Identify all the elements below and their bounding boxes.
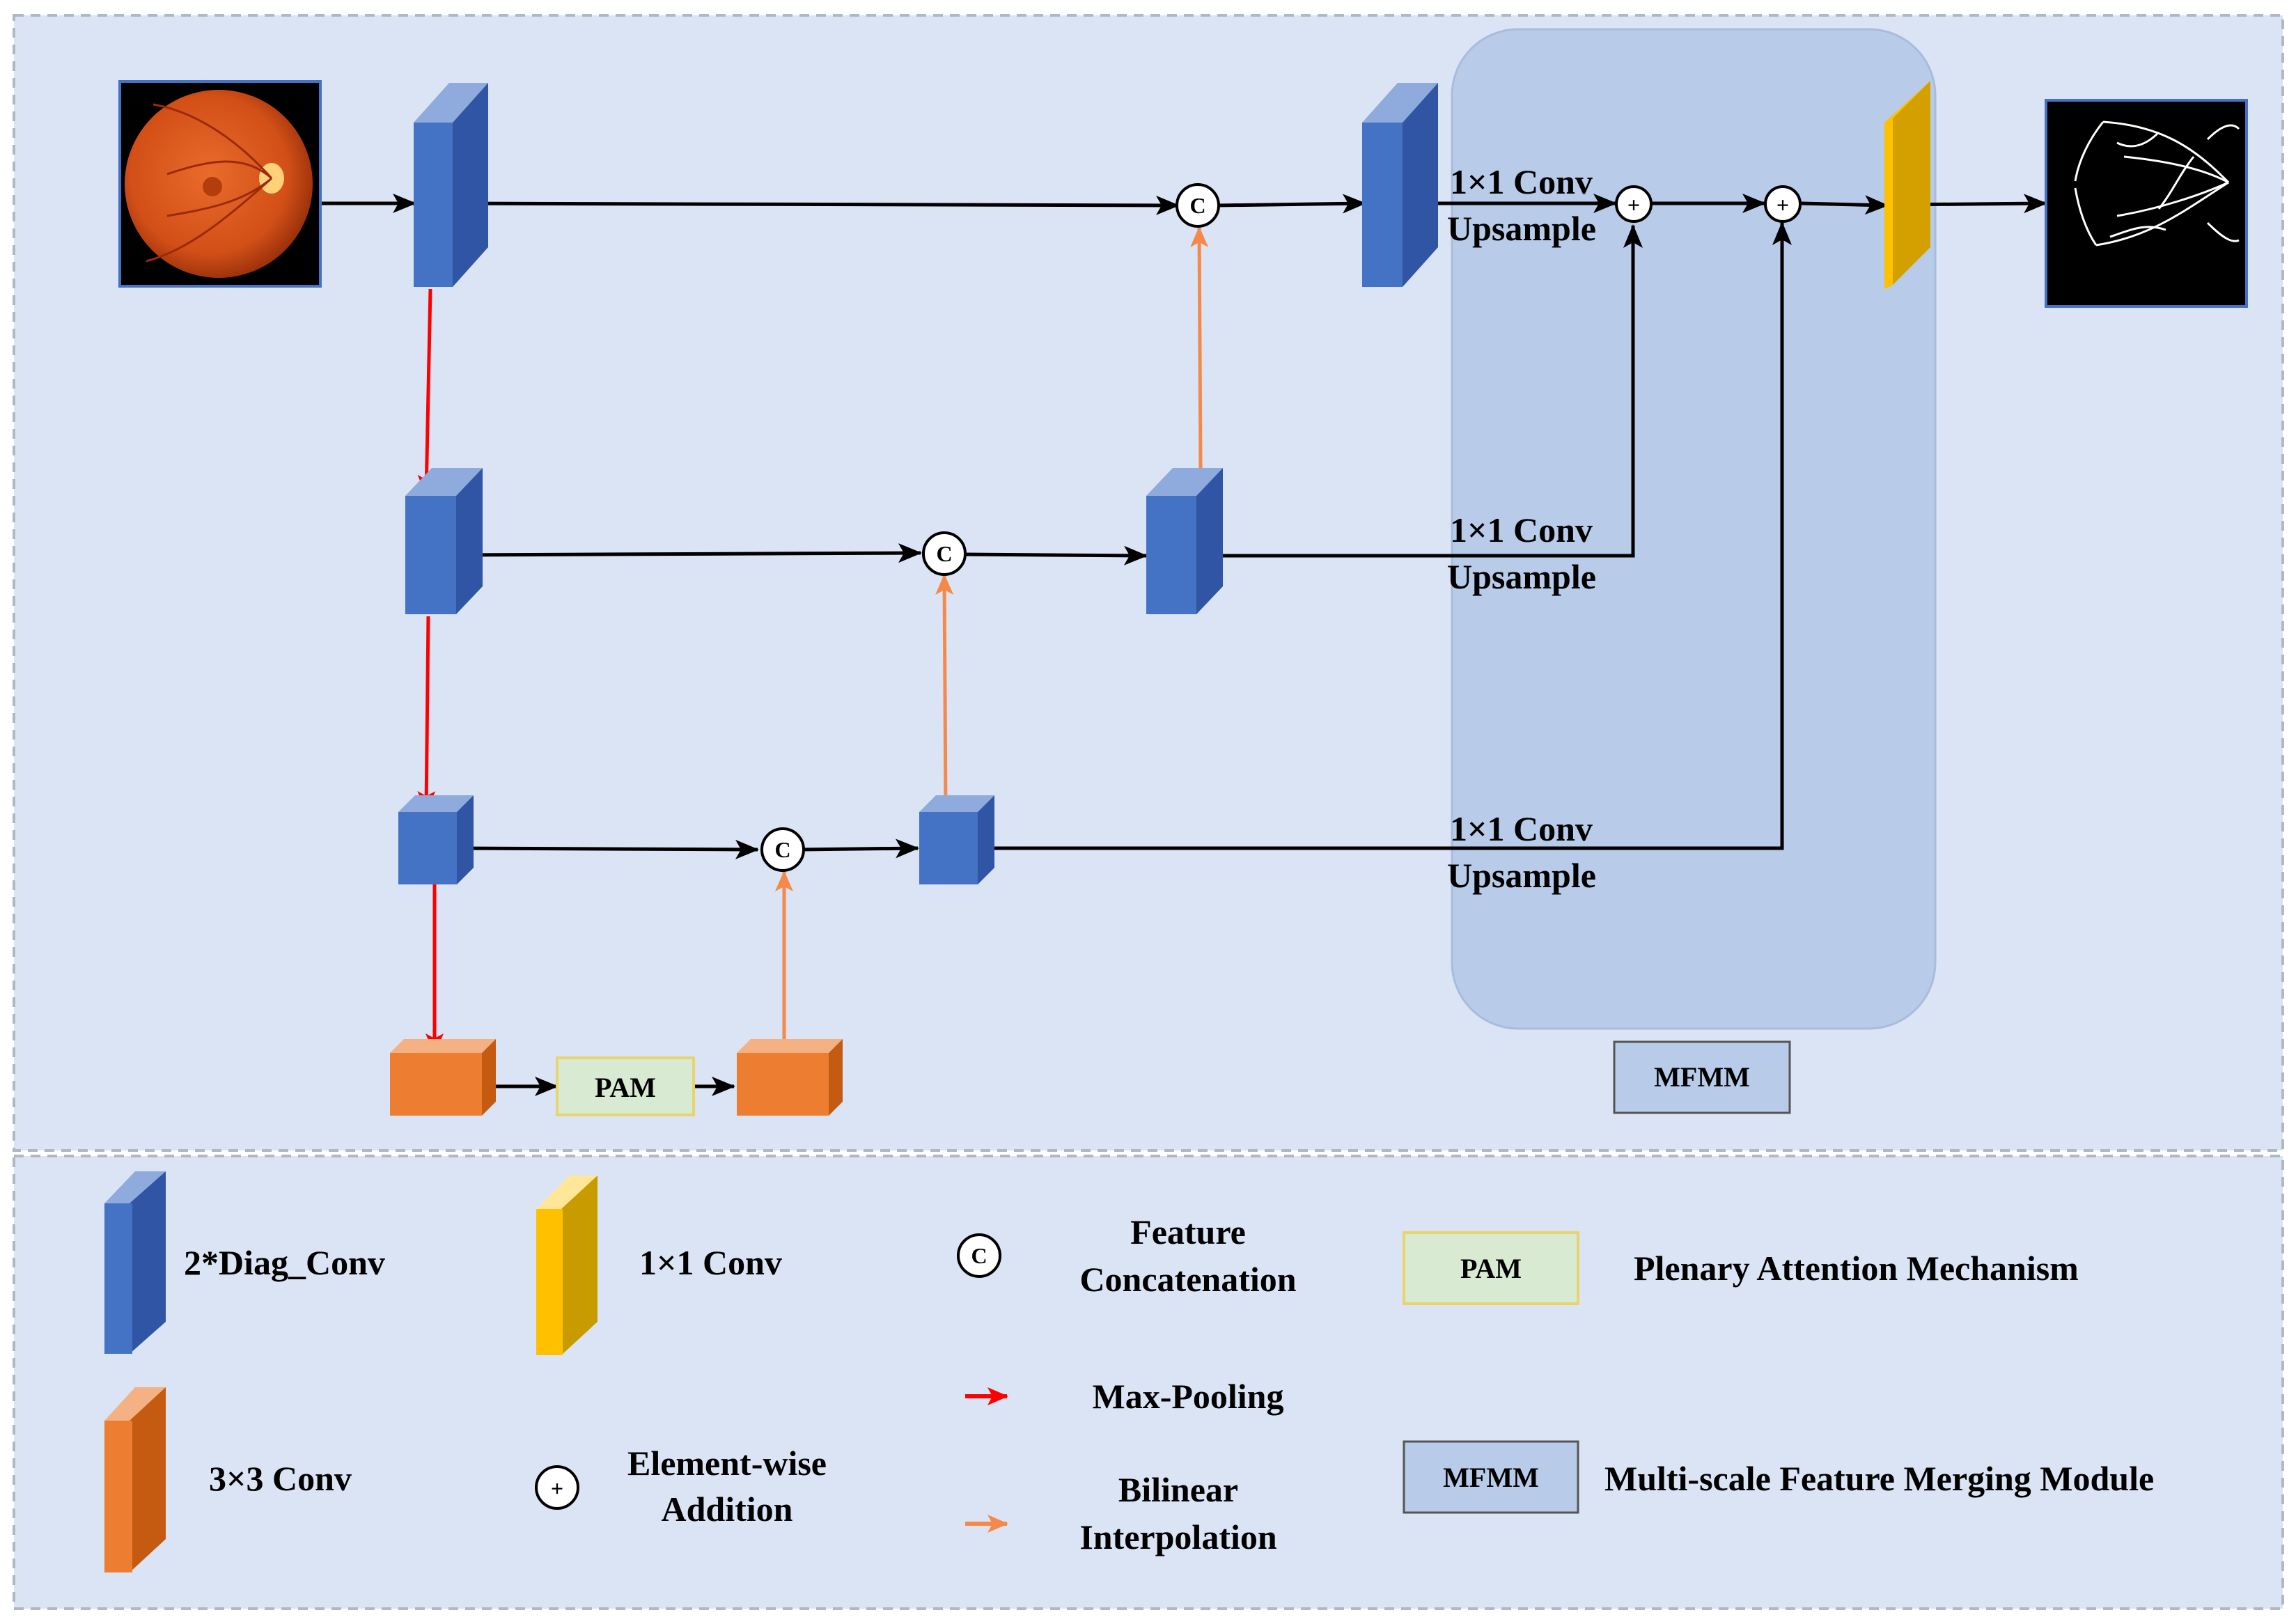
svg-text:C: C	[1189, 193, 1205, 218]
svg-text:+: +	[551, 1476, 563, 1501]
legend-concat-label-line2: Concatenation	[1079, 1260, 1296, 1299]
flow-add2-to-conv1x1	[1800, 195, 1889, 215]
concat-node-level3: C	[760, 827, 805, 872]
scale-label-1-line1: 1×1 Conv	[1450, 162, 1593, 201]
scale-label-2-line2: Upsample	[1447, 557, 1596, 596]
add-node-1: +	[1615, 185, 1653, 223]
concat-node-level1: C	[1176, 183, 1220, 228]
legend-conv1x1-label: 1×1 Conv	[639, 1243, 782, 1282]
legend-bilinear-label-line2: Interpolation	[1079, 1517, 1277, 1556]
legend-mfmm-desc: Multi-scale Feature Merging Module	[1604, 1459, 2154, 1498]
legend-mfmm-icon	[1403, 1440, 1579, 1514]
legend-concat-label-line1: Feature	[1130, 1212, 1246, 1251]
pam-label: PAM	[595, 1072, 656, 1103]
conv3x3-block-left	[390, 1039, 496, 1116]
add-node-2: +	[1764, 185, 1802, 223]
mfmm-region	[1451, 28, 1937, 1030]
pam-module: PAM	[556, 1056, 695, 1116]
mfmm-label: MFMM	[1654, 1061, 1750, 1093]
svg-text:C: C	[774, 837, 790, 862]
legend-add-icon: +	[535, 1465, 579, 1510]
legend: 2*Diag_Conv 1×1 Conv C Feature Concatena…	[104, 1171, 2154, 1572]
scale-label-1-line2: Upsample	[1447, 209, 1596, 248]
mfmm-label-box: MFMM	[1613, 1040, 1791, 1114]
bilinear-arrow-level2	[1190, 226, 1209, 469]
flow-decoder3-to-add2	[976, 221, 1792, 850]
diag-conv-block-decoder-l3	[919, 795, 994, 884]
maxpool-arrow-1	[417, 288, 436, 496]
skip-connection-level3	[452, 839, 759, 859]
svg-text:+: +	[1776, 192, 1789, 217]
flow-concat3-to-decoder3	[799, 838, 919, 859]
legend-pam-icon	[1403, 1231, 1579, 1305]
diag-conv-block-decoder-l2	[1146, 468, 1223, 614]
legend-mfmm-box-label: MFMM	[1443, 1462, 1539, 1493]
diag-conv-block-encoder-l3	[398, 795, 474, 884]
legend-bilinear-label-line1: Bilinear	[1118, 1470, 1238, 1509]
svg-text:C: C	[971, 1243, 987, 1268]
svg-text:C: C	[936, 541, 952, 566]
flow-decoder2-to-add1	[1192, 224, 1643, 558]
concat-node-level2: C	[922, 531, 967, 576]
diag-conv-block-encoder-l1	[414, 83, 488, 287]
legend-conv1x1-icon	[536, 1176, 598, 1355]
legend-conv3x3-icon	[104, 1387, 166, 1572]
flow-concat2-to-decoder2	[960, 545, 1148, 565]
legend-add-label-line2: Addition	[662, 1490, 793, 1529]
diag-conv-block-decoder-l1	[1362, 83, 1438, 287]
flow-level1-to-concat	[445, 195, 1180, 215]
legend-pam-desc: Plenary Attention Mechanism	[1634, 1249, 2079, 1288]
scale-label-2-line1: 1×1 Conv	[1450, 510, 1593, 549]
svg-text:+: +	[1627, 192, 1640, 217]
scale-label-3-line1: 1×1 Conv	[1450, 809, 1593, 848]
conv1x1-block-output	[1884, 81, 1930, 289]
output-vessel-segmentation	[2045, 99, 2248, 308]
conv3x3-block-right	[737, 1039, 843, 1116]
flow-concat-to-decoder1	[1217, 194, 1366, 214]
maxpool-arrow-2	[417, 616, 436, 812]
legend-panel	[13, 1155, 2284, 1610]
legend-pam-box-label: PAM	[1460, 1253, 1522, 1284]
input-fundus-image	[118, 80, 322, 288]
legend-maxpool-label: Max-Pooling	[1093, 1377, 1284, 1416]
scale-label-3-line2: Upsample	[1447, 856, 1596, 895]
diag-conv-block-encoder-l2	[405, 468, 483, 614]
legend-add-label-line1: Element-wise	[627, 1444, 827, 1483]
skip-connection-level2	[452, 543, 922, 563]
legend-concat-icon: C	[957, 1233, 1001, 1278]
bilinear-arrow-level3	[935, 574, 954, 813]
legend-conv3x3-label: 3×3 Conv	[209, 1459, 352, 1498]
legend-diag-conv-label: 2*Diag_Conv	[184, 1243, 385, 1282]
legend-diag-conv-icon	[104, 1171, 166, 1354]
